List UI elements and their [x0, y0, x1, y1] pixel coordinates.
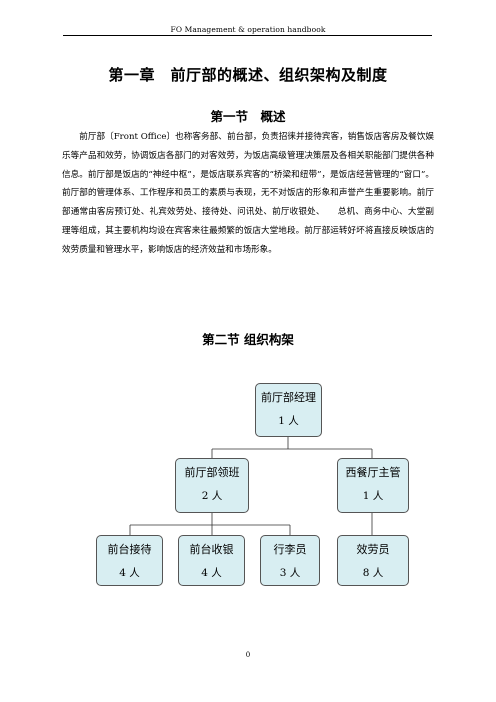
node-count: 4 人	[119, 567, 140, 579]
header-text: FO Management & operation handbook	[170, 25, 326, 34]
org-node-front-desk-cashier: 前台收银 4 人	[178, 535, 245, 586]
node-count: 2 人	[201, 490, 223, 502]
org-node-service-staff: 效劳员 8 人	[337, 535, 409, 586]
page-number: 0	[245, 651, 251, 659]
section-1-paragraph: 前厅部〔Front Office〕也称客务部、前台部，负责招徕并接待宾客，销售饭…	[62, 132, 434, 255]
node-title: 前台接待	[107, 543, 152, 556]
node-count: 3 人	[279, 567, 301, 579]
section-1-title: 第一节 概述	[210, 109, 286, 124]
header-rule	[63, 35, 432, 36]
node-title: 西餐厅主管	[345, 466, 401, 479]
node-title: 效劳员	[356, 543, 390, 556]
org-node-bellman: 行李员 3 人	[260, 535, 320, 586]
node-title: 前厅部经理	[261, 391, 316, 404]
org-node-fo-manager: 前厅部经理 1 人	[255, 383, 322, 437]
node-count: 8 人	[362, 567, 384, 579]
node-count: 1 人	[278, 415, 299, 427]
node-title: 行李员	[273, 543, 307, 556]
chapter-title: 第一章 前厅部的概述、组织架构及制度	[108, 66, 388, 84]
org-node-fo-supervisor: 前厅部领班 2 人	[175, 458, 249, 513]
node-title: 前台收银	[189, 543, 234, 556]
node-count: 4 人	[201, 567, 222, 579]
org-node-western-restaurant-supervisor: 西餐厅主管 1 人	[337, 458, 409, 513]
node-count: 1 人	[362, 490, 384, 502]
org-node-front-desk-reception: 前台接待 4 人	[96, 535, 163, 586]
node-title: 前厅部领班	[184, 466, 240, 479]
section-2-title: 第二节 组织构架	[202, 332, 294, 347]
